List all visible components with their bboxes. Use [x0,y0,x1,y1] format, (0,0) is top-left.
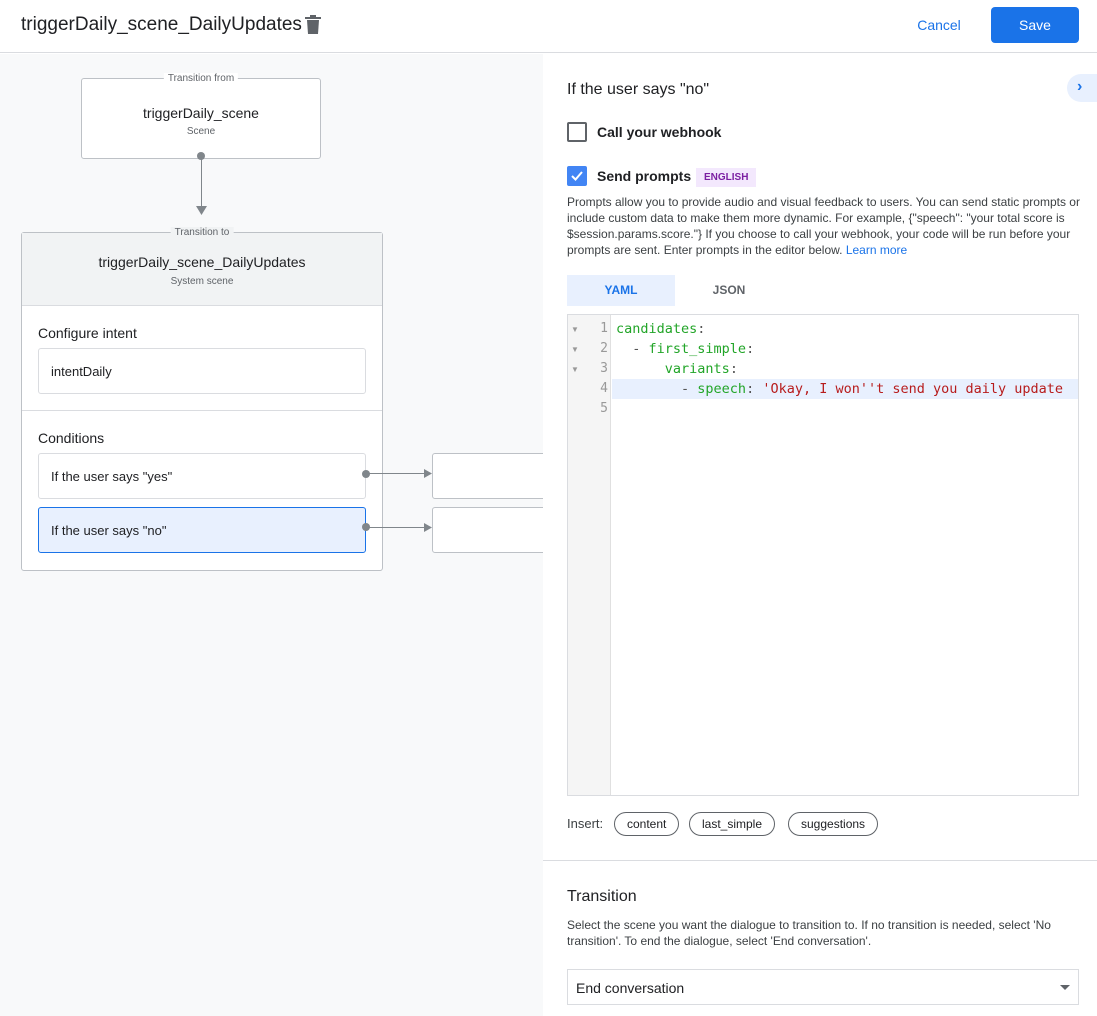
editor-gutter [568,315,611,795]
active-line-highlight [612,379,1078,399]
connector-line [366,473,426,474]
tab-json[interactable]: JSON [712,283,746,297]
arrow-down-icon [196,206,207,215]
top-bar: triggerDaily_scene_DailyUpdates Cancel S… [0,0,1097,53]
trash-icon[interactable] [305,15,321,34]
fold-arrow-icon[interactable]: ▼ [571,365,579,374]
transition-select[interactable]: End conversation [567,969,1079,1005]
line-number: 1 [600,321,608,336]
scene-type: Scene [186,126,216,137]
details-panel: › If the user says "no" Call your webhoo… [543,54,1097,1016]
condition-no[interactable]: If the user says "no" [38,507,366,553]
save-button[interactable]: Save [991,7,1079,43]
divider [22,410,382,411]
line-number: 4 [600,381,608,396]
insert-label: Insert: [567,816,604,831]
insert-chip-suggestions[interactable]: suggestions [788,812,879,836]
divider [543,860,1097,861]
webhook-checkbox[interactable] [567,122,587,142]
webhook-label: Call your webhook [597,124,722,140]
code-editor[interactable]: 1 ▼ candidates: 2 ▼ - first_simple: 3 ▼ varian… [567,314,1079,796]
connector-dot [362,470,370,478]
scene-type: System scene [170,276,234,287]
transition-to-node[interactable]: Transition to triggerDaily_scene_DailyUp… [21,227,383,571]
prompts-description: Prompts allow you to provide audio and v… [567,194,1087,258]
tab-yaml[interactable]: YAML [567,275,675,306]
cancel-button[interactable]: Cancel [904,8,974,42]
fold-arrow-icon[interactable]: ▼ [571,325,579,334]
line-number: 5 [600,401,608,416]
arrow-right-icon [424,523,432,532]
transition-from-label: Transition from [163,73,239,84]
transition-from-node[interactable]: Transition from triggerDaily_scene Scene [81,73,321,159]
conditions-heading: Conditions [38,430,105,446]
transition-heading: Transition [567,888,637,905]
flow-canvas[interactable]: Transition from triggerDaily_scene Scene… [0,54,543,1016]
check-icon [571,171,583,181]
insert-chip-last-simple[interactable]: last_simple [689,812,776,836]
transition-to-label: Transition to [170,227,234,238]
line-number: 3 [600,361,608,376]
description-text: Prompts allow you to provide audio and v… [567,195,1080,257]
page-title: triggerDaily_scene_DailyUpdates [21,14,302,35]
learn-more-link[interactable]: Learn more [845,243,908,257]
arrow-right-icon [424,469,432,478]
transition-description: Select the scene you want the dialogue t… [567,918,1051,948]
node-header [22,233,382,306]
line-number: 2 [600,341,608,356]
configure-intent-heading: Configure intent [38,325,137,341]
insert-chip-content[interactable]: content [614,812,680,836]
code-line: candidates: [616,321,706,337]
intent-box[interactable]: intentDaily [38,348,366,394]
code-line: - speech: 'Okay, I won''t send you daily… [616,381,1064,397]
code-line: variants: [664,361,738,377]
target-node-no[interactable] [432,507,543,553]
send-prompts-label: Send prompts [597,168,692,184]
panel-heading: If the user says "no" [567,81,710,98]
send-prompts-checkbox[interactable] [567,166,587,186]
condition-yes[interactable]: If the user says "yes" [38,453,366,499]
scene-name: triggerDaily_scene [143,105,259,121]
fold-arrow-icon[interactable]: ▼ [571,345,579,354]
target-node-yes[interactable] [432,453,543,499]
connector-line [366,527,426,528]
connector-line [201,156,202,208]
language-badge: ENGLISH [696,168,757,187]
code-line: - first_simple: [616,341,755,357]
scene-name: triggerDaily_scene_DailyUpdates [98,254,306,270]
dropdown-caret-icon [1060,985,1070,990]
chevron-right-icon[interactable]: › [1067,74,1097,102]
selected-value: End conversation [576,980,685,996]
